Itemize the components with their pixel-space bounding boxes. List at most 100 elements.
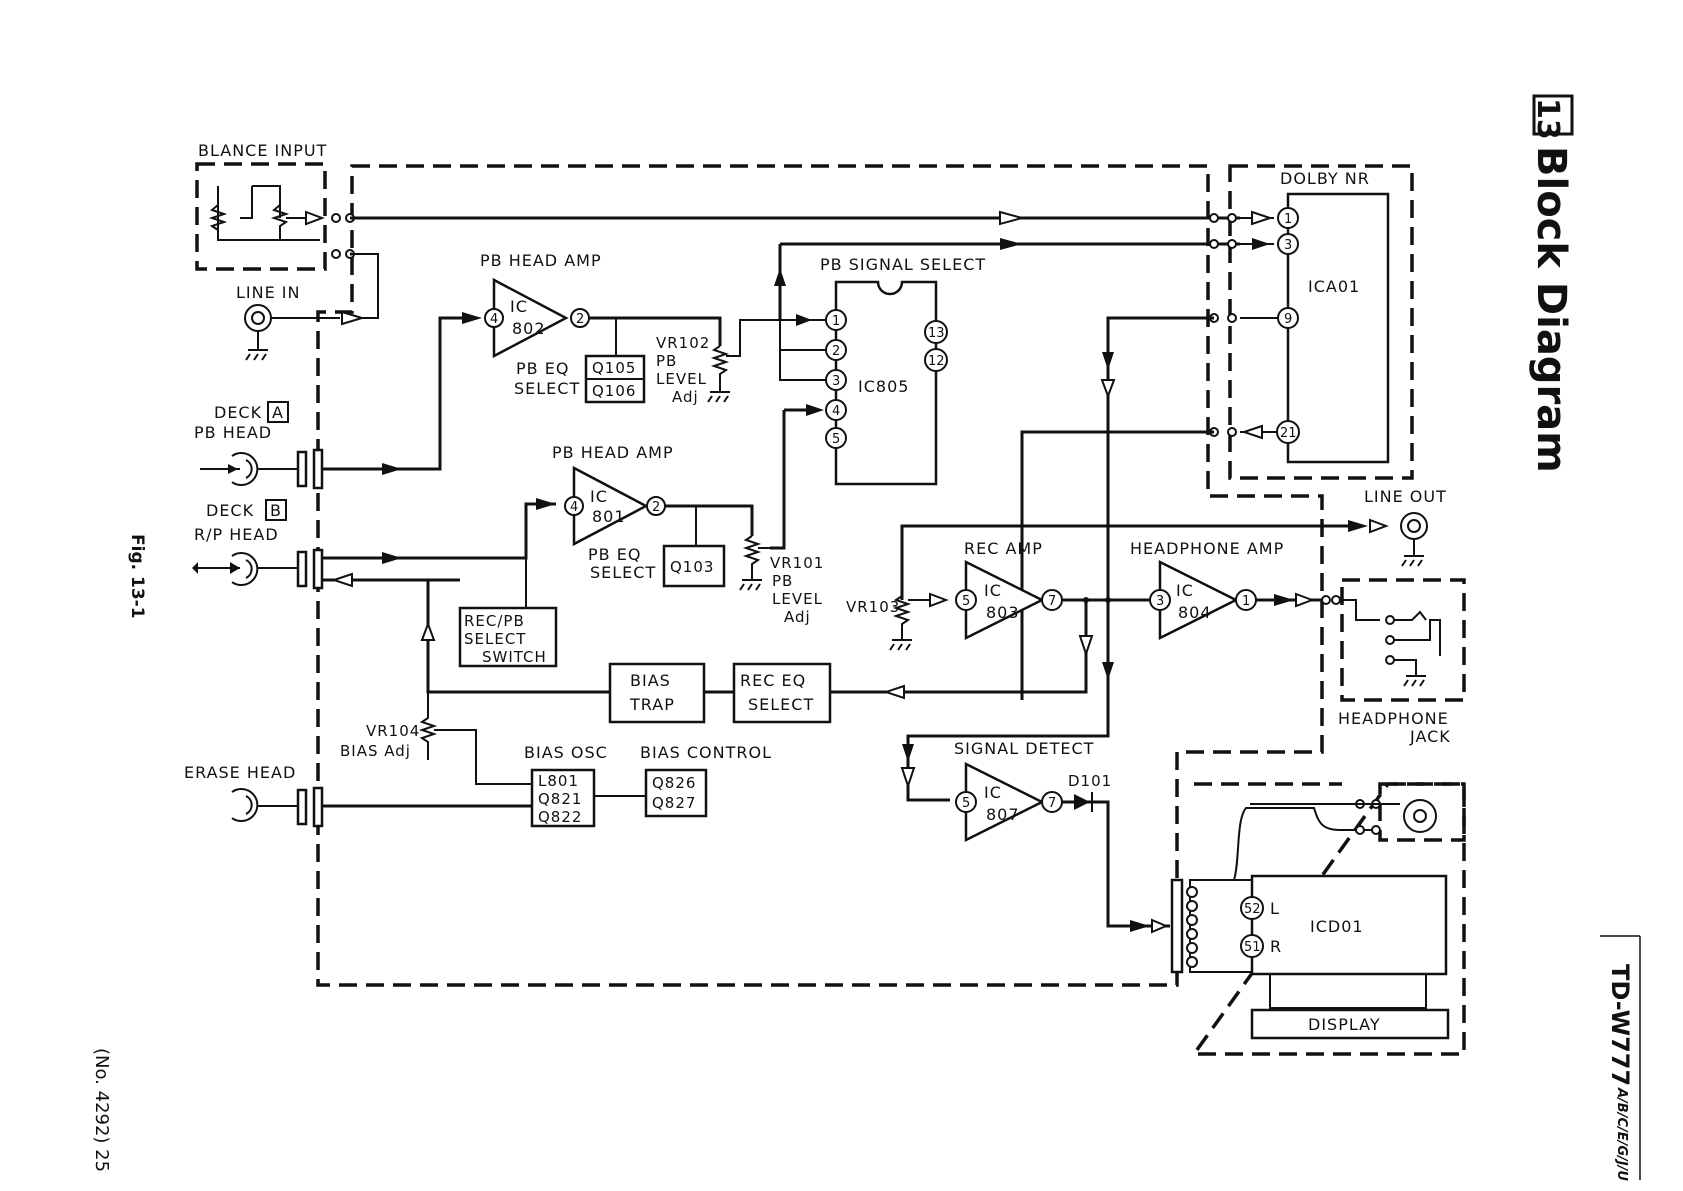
headphone-jack-label-2: JACK — [1409, 727, 1451, 746]
q821-label: Q821 — [538, 790, 582, 808]
dolby-nr-label: DOLBY NR — [1280, 169, 1370, 188]
pb-eq-select-1b: SELECT — [514, 379, 580, 398]
rp-head-icon — [196, 552, 259, 586]
volume-pot-icon — [1403, 799, 1437, 833]
headphone-jack-label-1: HEADPHONE — [1338, 709, 1449, 728]
rec-pb-label-3: SWITCH — [482, 648, 547, 666]
q106-label: Q106 — [592, 382, 636, 400]
pin-label: 4 — [832, 404, 840, 419]
ic802-label: IC — [510, 297, 528, 316]
deck-b-block: DECK B R/P HEAD — [192, 498, 610, 694]
bias-trap-label-2: TRAP — [629, 695, 675, 714]
ic801-amp-icon — [572, 465, 649, 547]
ic807-amp-icon — [964, 761, 1045, 843]
pin-label: 3 — [832, 374, 840, 389]
deck-b-letter: B — [270, 501, 282, 520]
ic807-number: 807 — [986, 805, 1020, 824]
vr102-adj: Adj — [672, 388, 699, 406]
signal-detect-ic807: SIGNAL DETECT 5 IC 807 7 D101 — [900, 688, 1170, 934]
pb-eq-select-2b: SELECT — [590, 563, 656, 582]
vr102-pb: PB — [656, 352, 677, 370]
model-number: TD-W777 — [1606, 964, 1634, 1086]
ic801-number: 801 — [592, 507, 626, 526]
pin-label: 5 — [962, 796, 970, 811]
ic804-amp-icon — [1158, 559, 1239, 641]
ic805-box — [834, 280, 938, 486]
rec-amp-ic803: REC AMP VR103 5 IC 803 7 — [846, 539, 1150, 651]
pin-label: 51 — [1244, 940, 1261, 955]
pin-label: 12 — [928, 354, 945, 369]
deck-b-label: DECK — [206, 501, 254, 520]
bias-osc-label: BIAS OSC — [524, 743, 608, 762]
pin-label: 13 — [928, 326, 945, 341]
bias-osc-block: VR104 BIAS Adj BIAS OSC L801 Q821 Q822 B… — [340, 692, 772, 828]
erase-head-label: ERASE HEAD — [184, 763, 296, 782]
erase-head-block: ERASE HEAD — [184, 763, 532, 828]
pb-signal-select-ic805: PB SIGNAL SELECT IC805 1 2 3 4 5 13 12 — [770, 255, 986, 550]
q826-label: Q826 — [652, 774, 696, 792]
section-title: Block Diagram — [1528, 146, 1574, 473]
model-suffix: A/B/C/E/G/J/U — [1614, 1087, 1629, 1181]
pin-label: 2 — [576, 312, 584, 327]
ica01-label: ICA01 — [1308, 277, 1360, 296]
vr104-label: VR104 — [366, 722, 420, 740]
d101-diode-icon — [1074, 794, 1090, 810]
pin-label: 4 — [490, 312, 498, 327]
icd01-label: ICD01 — [1310, 917, 1364, 936]
vr102-level: LEVEL — [656, 370, 707, 388]
bias-trap-label-1: BIAS — [630, 671, 671, 690]
vr101-pb: PB — [772, 572, 793, 590]
bias-control-label: BIAS CONTROL — [640, 743, 772, 762]
balance-input-block: BLANCE INPUT LINE IN — [198, 141, 379, 361]
bias-osc-box — [530, 768, 596, 828]
line-out-jack-icon — [1400, 512, 1428, 540]
display-label: DISPLAY — [1308, 1015, 1381, 1034]
deck-a-letter: A — [272, 403, 284, 422]
deck-a-label: DECK — [214, 403, 262, 422]
balance-input-enclosure — [195, 162, 327, 271]
pb-signal-select-label: PB SIGNAL SELECT — [820, 255, 986, 274]
ic804-label: IC — [1176, 581, 1194, 600]
l801-label: L801 — [538, 772, 579, 790]
vr101-label: VR101 — [770, 554, 824, 572]
bias-adj-label: BIAS Adj — [340, 742, 411, 760]
page-reference: (No. 4292) 25 — [91, 1048, 112, 1172]
dolby-nr-block: DOLBY NR ICA01 1 3 9 21 — [1240, 169, 1390, 464]
pin-label: 9 — [1284, 312, 1292, 327]
pb-head-amp-802: PB HEAD AMP 4 IC 802 2 Q105 Q106 PB EQ S… — [480, 251, 812, 406]
pb-eq-select-1a: PB EQ — [516, 359, 569, 378]
channel-r-label: R — [1270, 937, 1282, 956]
pin-label: 3 — [1284, 238, 1292, 253]
side-text: 13 Block Diagram TD-W777 A/B/C/E/G/J/U F… — [91, 94, 1641, 1181]
q103-label: Q103 — [670, 558, 714, 576]
line-in-label: LINE IN — [236, 283, 300, 302]
display-connector — [1170, 878, 1184, 974]
ic807-label: IC — [984, 783, 1002, 802]
headphone-amp-label: HEADPHONE AMP — [1130, 539, 1284, 558]
balance-input-label: BLANCE INPUT — [198, 141, 327, 160]
d101-label: D101 — [1068, 772, 1112, 790]
line-out-block: LINE OUT — [1364, 487, 1447, 567]
line-out-label: LINE OUT — [1364, 487, 1447, 506]
erase-head-icon — [231, 788, 259, 822]
line-in-jack-icon — [244, 304, 272, 332]
headphone-jack-enclosure — [1340, 578, 1466, 702]
ic803-number: 803 — [986, 603, 1020, 622]
rp-head-label: R/P HEAD — [194, 525, 279, 544]
signal-detect-label: SIGNAL DETECT — [954, 739, 1094, 758]
pb-head-label: PB HEAD — [194, 423, 272, 442]
pot-enclosure — [1378, 782, 1466, 842]
ic802-number: 802 — [512, 319, 546, 338]
ic801-label: IC — [590, 487, 608, 506]
rec-amp-label: REC AMP — [964, 539, 1043, 558]
pb-eq-select-2a: PB EQ — [588, 545, 641, 564]
ic802-amp-icon — [492, 277, 569, 359]
ica01-box — [1286, 192, 1390, 464]
bias-rec-eq: BIAS TRAP REC EQ SELECT — [608, 600, 1094, 724]
section-number-box — [1532, 94, 1574, 136]
pin-label: 4 — [570, 500, 578, 515]
q105-label: Q105 — [592, 359, 636, 377]
vr101-adj: Adj — [784, 608, 811, 626]
display-block: ICD01 52 L 51 R DISPLAY — [1170, 799, 1450, 1040]
